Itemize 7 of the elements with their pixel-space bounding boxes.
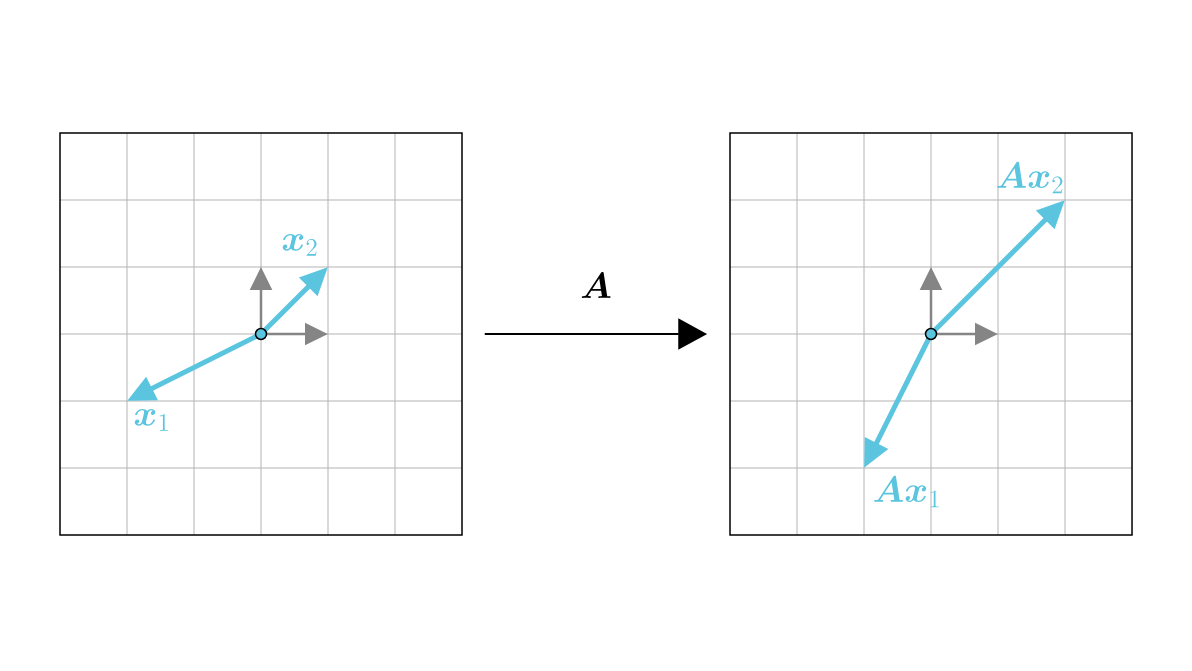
- vector-label: $\boldsymbol{x}_1$: [134, 408, 168, 431]
- vector-label: $\boldsymbol{x}_2$: [282, 233, 317, 256]
- edge-label: $\boldsymbol{A}$: [581, 272, 611, 298]
- grid-panel: [59, 132, 463, 536]
- vector-label: $\boldsymbol{Ax}_2$: [997, 161, 1063, 194]
- grid-panel: [729, 132, 1133, 536]
- vector-label: $\boldsymbol{Ax}_1$: [874, 475, 939, 508]
